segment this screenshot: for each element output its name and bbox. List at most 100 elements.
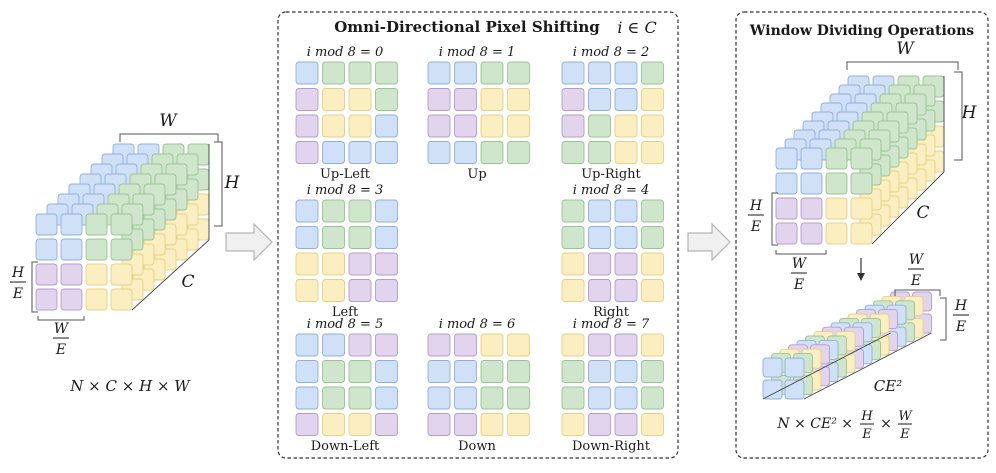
pixel-cell [641, 252, 664, 276]
pixel-cell [614, 61, 638, 85]
pixel-cell [825, 222, 848, 245]
svg-text:E: E [899, 427, 910, 442]
pixel-cell [588, 114, 611, 138]
svg-text:H: H [11, 265, 25, 281]
pixel-cell [375, 386, 398, 410]
pixel-cell [641, 141, 664, 164]
pixel-cell [588, 199, 611, 223]
svg-text:W: W [54, 321, 70, 337]
pixel-cell [561, 114, 585, 138]
pixel-cell [561, 226, 585, 249]
pixel-cell [850, 172, 873, 195]
pixel-cell [588, 226, 611, 249]
right-w-brace [846, 61, 959, 70]
svg-text:W: W [792, 256, 808, 272]
svg-text:E: E [12, 286, 23, 302]
pixel-cell [427, 413, 451, 436]
pixel-cell [588, 61, 611, 85]
svg-text:E: E [910, 273, 921, 289]
svg-text:H: H [860, 409, 873, 424]
pixel-cell [322, 252, 345, 276]
pixel-cell [295, 413, 319, 436]
case-label: Up-Right [581, 167, 641, 182]
pixel-cell [614, 141, 638, 164]
pixel-cell [110, 288, 133, 311]
pixel-cell [480, 413, 504, 436]
pixel-cell [322, 333, 345, 357]
pixel-cell [35, 288, 58, 311]
svg-text:E: E [861, 427, 872, 442]
pixel-cell [427, 61, 451, 85]
pixel-cell [60, 263, 83, 286]
pixel-cell [375, 114, 398, 138]
pixel-cell [375, 88, 398, 111]
pixel-cell [60, 213, 83, 236]
pixel-cell [641, 279, 664, 302]
shifting-title: Omni-Directional Pixel Shifting [334, 18, 600, 36]
small-w-over-e: W E [908, 252, 925, 289]
pixel-cell [800, 172, 823, 195]
left-h-over-e-brace [31, 261, 38, 313]
pixel-cell [295, 226, 319, 249]
case-condition: i mod 8 = 7 [573, 317, 650, 332]
pixel-cell [454, 386, 477, 410]
pixel-cell [825, 197, 848, 220]
pixel-cell [641, 199, 664, 223]
pixel-cell [295, 141, 319, 164]
case-label: Down [458, 439, 496, 454]
pixel-cell [561, 141, 585, 164]
pixel-cell [348, 386, 372, 410]
pixel-cell [561, 252, 585, 276]
pixel-cell [614, 114, 638, 138]
pixel-cell [507, 88, 530, 111]
pixel-cell [480, 88, 504, 111]
pixel-cell [375, 61, 398, 85]
pixel-cell [825, 147, 848, 170]
right-w-label: W [896, 39, 915, 59]
pixel-cell [480, 114, 504, 138]
case-condition: i mod 8 = 3 [307, 183, 384, 198]
pixel-cell [295, 252, 319, 276]
pixel-cell [295, 88, 319, 111]
pixel-cell [110, 213, 133, 236]
pixel-cell [348, 114, 372, 138]
pixel-cell [588, 413, 611, 436]
pixel-cell [375, 199, 398, 223]
svg-text:N × CE² ×: N × CE² × [776, 416, 853, 432]
pixel-cell [375, 360, 398, 383]
svg-text:H: H [954, 298, 968, 314]
pixel-cell [348, 279, 372, 302]
pixel-cell [775, 197, 798, 220]
right-c-label: C [916, 203, 929, 223]
pixel-cell [480, 141, 504, 164]
pixel-cell [561, 61, 585, 85]
pixel-cell [295, 114, 319, 138]
pixel-cell [322, 226, 345, 249]
pixel-cell [641, 386, 664, 410]
pixel-cell [614, 88, 638, 111]
pixel-cell [800, 222, 823, 245]
pixel-cell [561, 413, 585, 436]
pixel-cell [507, 413, 530, 436]
window-slice [762, 357, 805, 400]
left-h-label: H [224, 173, 241, 193]
left-w-brace [119, 133, 219, 142]
thin-down-arrow-icon [857, 258, 865, 281]
pixel-cell [295, 360, 319, 383]
svg-text:E: E [955, 319, 966, 335]
pixel-cell [454, 413, 477, 436]
pixel-cell [427, 88, 451, 111]
pixel-cell [85, 238, 108, 261]
right-shape-caption: N × CE² × H E × W E [776, 409, 913, 442]
pixel-cell [348, 199, 372, 223]
pixel-cell [454, 61, 477, 85]
pixel-cell [561, 279, 585, 302]
right-h-over-e: H E [748, 198, 764, 235]
pixel-cell [322, 141, 345, 164]
case-condition: i mod 8 = 1 [439, 45, 516, 60]
pixel-cell [454, 114, 477, 138]
